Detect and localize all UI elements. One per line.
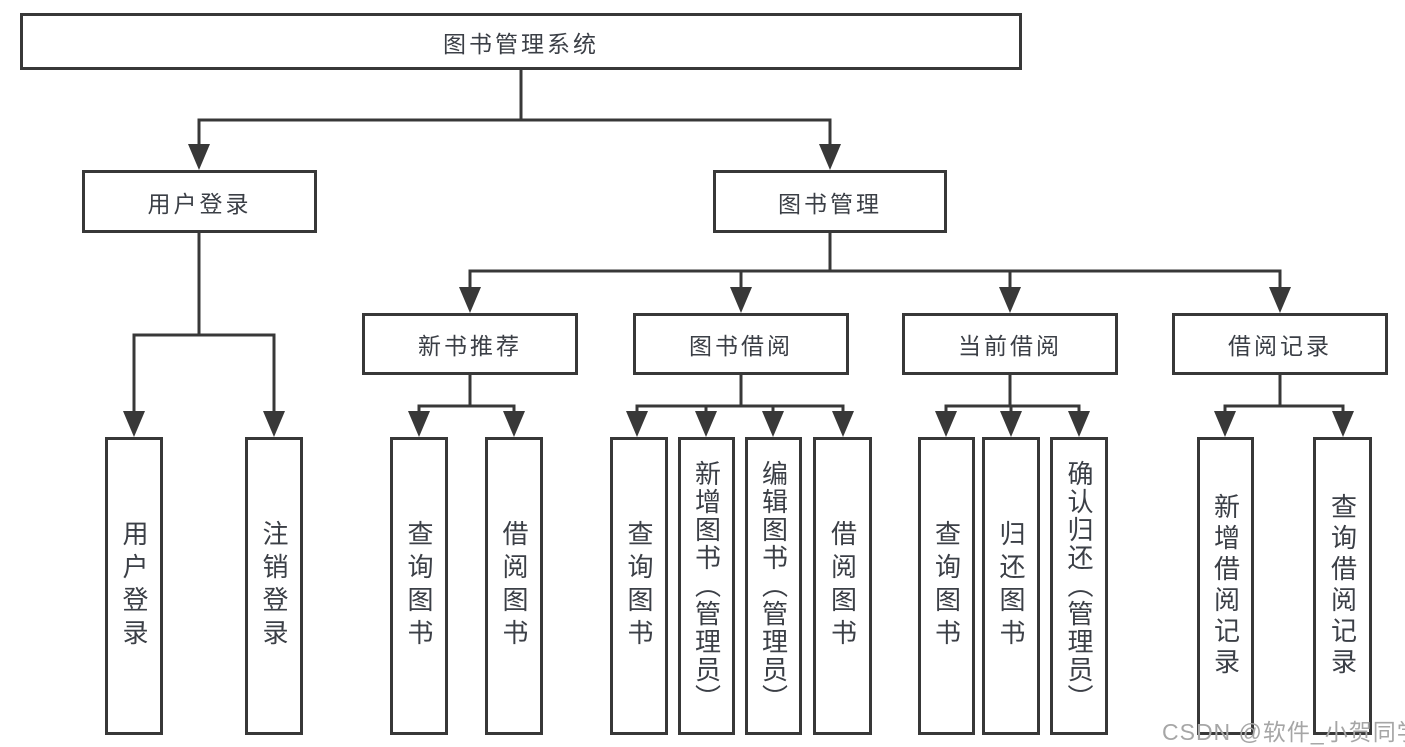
- node-book-borrowing: 图书借阅: [633, 313, 849, 375]
- leaf-user-login: 用户登录: [105, 437, 163, 735]
- leaf-query-borrow-record: 查询借阅记录: [1313, 437, 1372, 735]
- leaf-user-login-label: 用户登录: [119, 520, 149, 652]
- leaf-return-books: 归还图书: [982, 437, 1040, 735]
- leaf-query-books-borrowing: 查询图书: [610, 437, 668, 735]
- leaf-confirm-return-admin-label: 确认归还（管理员）: [1064, 460, 1094, 712]
- leaf-add-borrow-record-label: 新增借阅记录: [1210, 493, 1241, 679]
- node-current-borrowing-label: 当前借阅: [958, 333, 1062, 359]
- leaf-logout: 注销登录: [245, 437, 303, 735]
- node-book-management-label: 图书管理: [778, 190, 882, 217]
- leaf-edit-books-admin-label: 编辑图书（管理员）: [758, 460, 789, 712]
- leaf-add-borrow-record: 新增借阅记录: [1197, 437, 1254, 735]
- leaf-query-books-recommend-label: 查询图书: [404, 520, 434, 652]
- leaf-query-books-current-label: 查询图书: [931, 520, 962, 652]
- node-borrow-records: 借阅记录: [1172, 313, 1388, 375]
- leaf-add-books-admin-label: 新增图书（管理员）: [691, 460, 722, 712]
- leaf-borrow-books-borrowing: 借阅图书: [813, 437, 872, 735]
- leaf-return-books-label: 归还图书: [996, 520, 1026, 652]
- node-user-login: 用户登录: [82, 170, 317, 233]
- leaf-borrow-books-borrowing-label: 借阅图书: [827, 520, 858, 652]
- csdn-watermark: CSDN @软件_小贺同学: [1162, 719, 1405, 745]
- node-borrow-records-label: 借阅记录: [1228, 333, 1332, 359]
- leaf-confirm-return-admin: 确认归还（管理员）: [1050, 437, 1108, 735]
- node-root: 图书管理系统: [20, 13, 1022, 70]
- leaf-borrow-books-recommend-label: 借阅图书: [499, 520, 529, 652]
- node-new-book-recommend: 新书推荐: [362, 313, 578, 375]
- leaf-query-books-current: 查询图书: [918, 437, 975, 735]
- node-book-borrowing-label: 图书借阅: [689, 333, 793, 359]
- leaf-logout-label: 注销登录: [259, 520, 289, 652]
- leaf-edit-books-admin: 编辑图书（管理员）: [745, 437, 802, 735]
- leaf-add-books-admin: 新增图书（管理员）: [678, 437, 735, 735]
- leaf-query-books-recommend: 查询图书: [390, 437, 448, 735]
- node-current-borrowing: 当前借阅: [902, 313, 1118, 375]
- leaf-query-borrow-record-label: 查询借阅记录: [1327, 493, 1358, 679]
- leaf-query-books-borrowing-label: 查询图书: [624, 520, 654, 652]
- node-root-label: 图书管理系统: [443, 30, 599, 57]
- node-user-login-label: 用户登录: [147, 190, 252, 217]
- node-book-management: 图书管理: [713, 170, 947, 233]
- node-new-book-recommend-label: 新书推荐: [418, 333, 522, 359]
- leaf-borrow-books-recommend: 借阅图书: [485, 437, 543, 735]
